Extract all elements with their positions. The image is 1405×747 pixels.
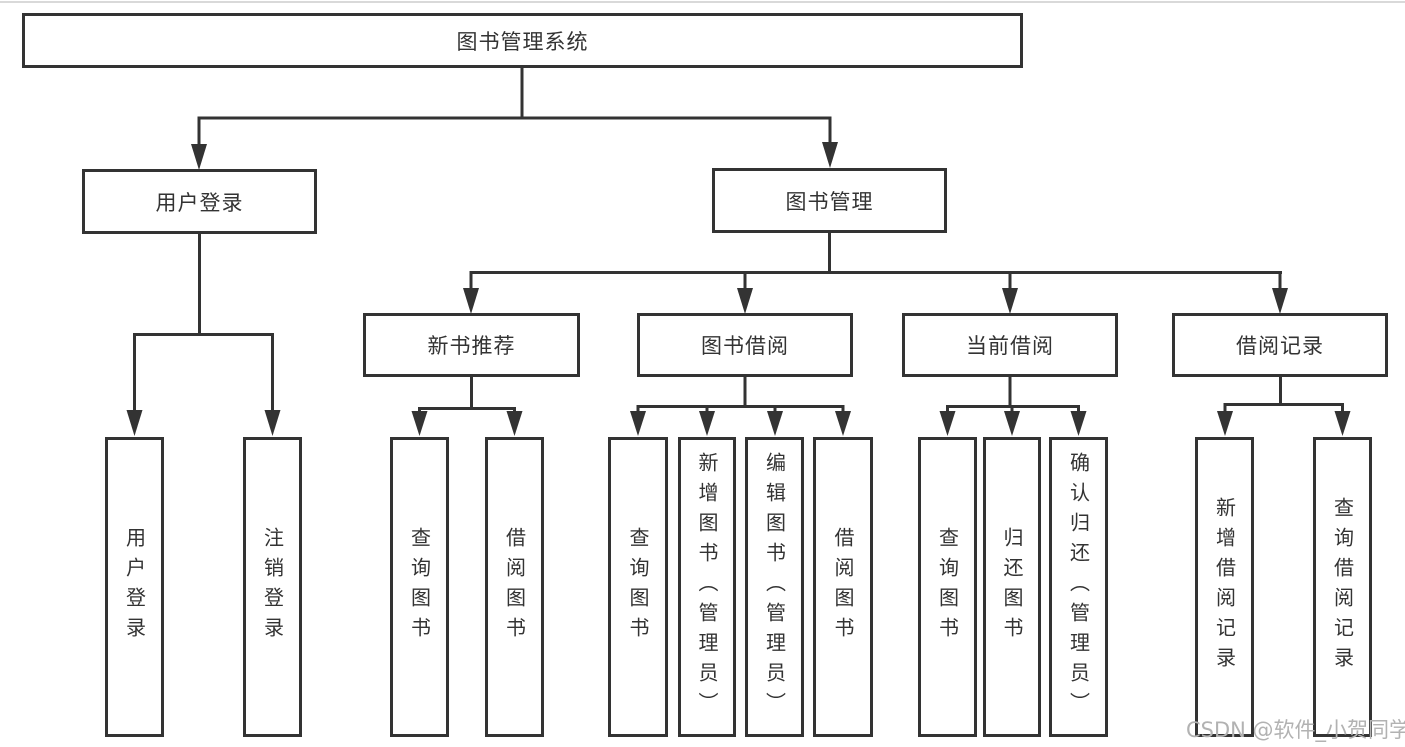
node-root-label: 图书管理系统 [456, 29, 589, 54]
node-new-book-recommend-label: 新书推荐 [427, 334, 516, 358]
leaf-edit-book-admin-label: 编辑图书（管理员） [762, 452, 787, 722]
leaf-query-borrow-record: 查询借阅记录 [1313, 437, 1372, 737]
connector-newbook-to-children [411, 377, 523, 436]
node-book-management: 图书管理 [712, 168, 947, 233]
leaf-confirm-return-admin: 确认归还（管理员） [1049, 437, 1108, 737]
connector-bookmgmt-to-level3 [463, 233, 1288, 314]
node-borrow-records: 借阅记录 [1172, 313, 1388, 377]
leaf-borrow-books-label: 借阅图书 [831, 527, 855, 647]
connector-currentborrow-to-children [939, 377, 1087, 436]
leaf-logout: 注销登录 [243, 437, 302, 737]
top-border-line [0, 1, 1405, 3]
leaf-query-books-current: 查询图书 [918, 437, 977, 737]
node-borrow-records-label: 借阅记录 [1236, 334, 1324, 358]
csdn-watermark: CSDN @软件_小贺同学 [1186, 718, 1405, 742]
node-current-borrow: 当前借阅 [902, 313, 1118, 377]
leaf-borrow-books: 借阅图书 [813, 437, 873, 737]
node-current-borrow-label: 当前借阅 [966, 334, 1054, 358]
leaf-add-borrow-record-label: 新增借阅记录 [1212, 497, 1237, 677]
leaf-add-book-admin-label: 新增图书（管理员） [695, 452, 719, 722]
leaf-add-borrow-record: 新增借阅记录 [1195, 437, 1254, 737]
leaf-query-borrow-record-label: 查询借阅记录 [1330, 497, 1355, 677]
leaf-user-login-label: 用户登录 [122, 527, 147, 647]
node-book-borrow: 图书借阅 [637, 313, 853, 377]
leaf-query-books-current-label: 查询图书 [935, 527, 960, 647]
leaf-query-books-recommend-label: 查询图书 [407, 527, 432, 647]
connector-bookborrow-to-children [630, 377, 851, 436]
leaf-add-book-admin: 新增图书（管理员） [678, 437, 736, 737]
leaf-confirm-return-admin-label: 确认归还（管理员） [1066, 452, 1091, 722]
node-user-login-label: 用户登录 [155, 190, 244, 215]
leaf-return-book: 归还图书 [983, 437, 1041, 737]
node-book-borrow-label: 图书借阅 [701, 334, 789, 358]
leaf-edit-book-admin: 编辑图书（管理员） [745, 437, 804, 737]
leaf-borrow-books-recommend-label: 借阅图书 [502, 527, 527, 647]
leaf-user-login: 用户登录 [105, 437, 164, 737]
node-book-management-label: 图书管理 [785, 189, 874, 214]
connector-userlogin-to-children [126, 234, 281, 436]
connector-borrowrecord-to-children [1217, 377, 1351, 436]
connector-root-to-level2 [191, 68, 838, 170]
leaf-query-books-recommend: 查询图书 [390, 437, 449, 737]
node-new-book-recommend: 新书推荐 [363, 313, 580, 377]
leaf-query-books-borrow-label: 查询图书 [626, 527, 650, 647]
node-root: 图书管理系统 [22, 13, 1023, 68]
leaf-logout-label: 注销登录 [260, 527, 285, 647]
leaf-query-books-borrow: 查询图书 [608, 437, 668, 737]
node-user-login: 用户登录 [82, 169, 317, 234]
leaf-borrow-books-recommend: 借阅图书 [485, 437, 544, 737]
leaf-return-book-label: 归还图书 [1000, 527, 1024, 647]
